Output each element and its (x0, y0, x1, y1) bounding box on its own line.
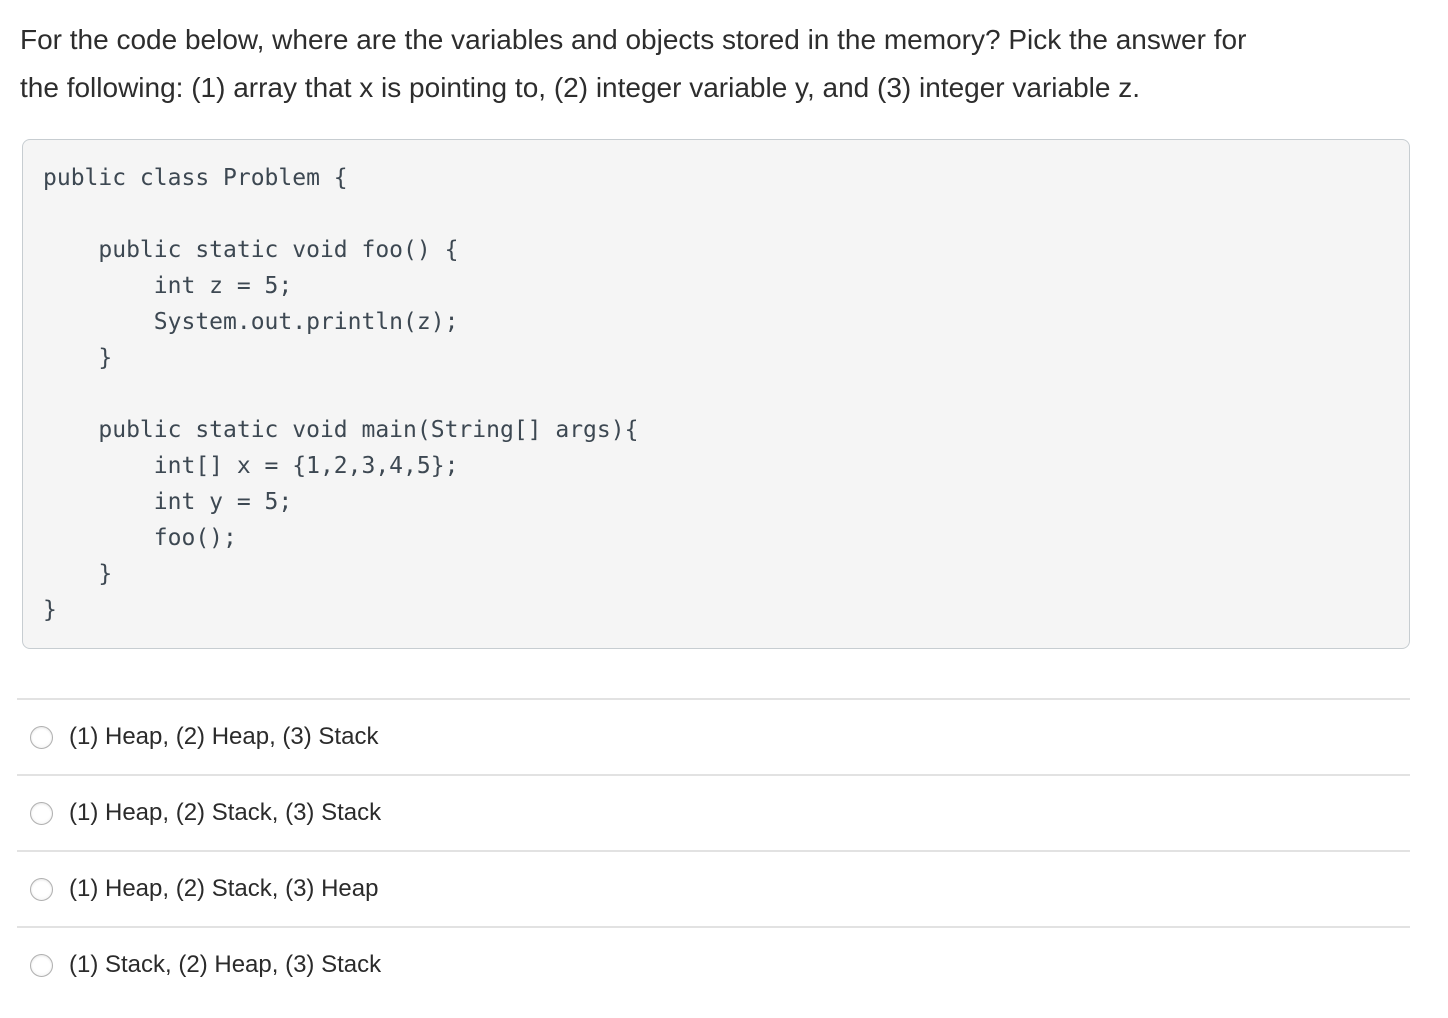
radio-button[interactable] (30, 953, 53, 977)
option-label[interactable]: (1) Heap, (2) Heap, (3) Stack (69, 723, 379, 750)
option-label[interactable]: (1) Stack, (2) Heap, (3) Stack (69, 951, 382, 978)
radio-button[interactable] (30, 877, 53, 901)
radio-button[interactable] (30, 801, 53, 825)
question-text: For the code below, where are the variab… (20, 16, 1410, 112)
code-card: public class Problem { public static voi… (22, 139, 1410, 649)
code-block: public class Problem { public static voi… (43, 165, 639, 623)
answer-option-row[interactable]: (1) Heap, (2) Stack, (3) Heap (17, 850, 1410, 926)
option-label[interactable]: (1) Heap, (2) Stack, (3) Stack (69, 799, 382, 826)
radio-button[interactable] (30, 725, 53, 749)
answer-option-row[interactable]: (1) Heap, (2) Stack, (3) Stack (17, 774, 1410, 850)
question-line: For the code below, where are the variab… (20, 24, 1247, 55)
answer-options: (1) Heap, (2) Heap, (3) Stack (1) Heap, … (17, 698, 1410, 1002)
answer-option-row[interactable]: (1) Stack, (2) Heap, (3) Stack (17, 926, 1410, 1002)
option-label[interactable]: (1) Heap, (2) Stack, (3) Heap (69, 875, 379, 902)
question-line: the following: (1) array that x is point… (20, 72, 1141, 103)
answer-option-row[interactable]: (1) Heap, (2) Heap, (3) Stack (17, 698, 1410, 774)
